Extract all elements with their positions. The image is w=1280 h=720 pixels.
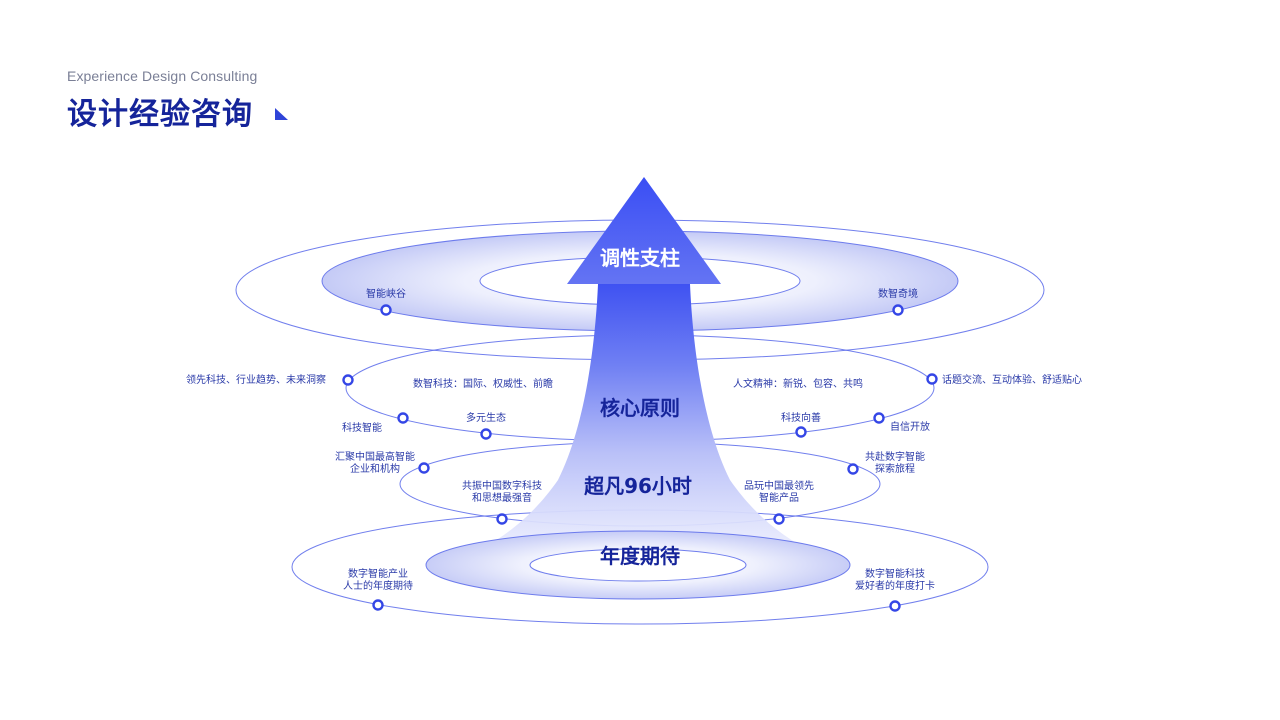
- node-label-n4: 数智科技：国际、权威性、前瞻: [413, 377, 553, 390]
- node-label-n8: 多元生态: [466, 411, 506, 424]
- node-label-n1: 智能峡谷: [366, 287, 406, 300]
- node-marker-n6: [926, 373, 938, 385]
- tier-label-annual-expectation: 年度期待: [600, 544, 680, 568]
- arrow-shaft: [468, 284, 820, 556]
- arrow-head: [567, 177, 721, 284]
- page-subtitle: Experience Design Consulting: [67, 68, 258, 84]
- node-label-n10: 自信开放: [890, 420, 930, 433]
- node-marker-n14: [847, 463, 859, 475]
- node-marker-n9: [795, 426, 807, 438]
- tier-label-96-hours: 超凡96小时: [583, 474, 692, 498]
- node-label-n5: 人文精神：新锐、包容、共鸣: [733, 377, 863, 390]
- node-marker-n1: [380, 304, 392, 316]
- node-label-n3: 领先科技、行业趋势、未来洞察: [186, 373, 326, 386]
- arrow-head-label: 调性支柱: [600, 246, 680, 270]
- node-label-n6: 话题交流、互动体验、舒适贴心: [942, 373, 1082, 386]
- node-marker-n16: [889, 600, 901, 612]
- node-label-n11: 汇聚中国最高智能企业和机构: [335, 450, 415, 475]
- node-marker-n7: [397, 412, 409, 424]
- node-marker-n12: [496, 513, 508, 525]
- corner-triangle-icon: [275, 108, 288, 120]
- node-label-n13: 品玩中国最领先智能产品: [744, 479, 814, 504]
- node-marker-n3: [342, 374, 354, 386]
- node-label-n2: 数智奇境: [878, 287, 918, 300]
- node-label-n16: 数字智能科技爱好者的年度打卡: [855, 567, 935, 592]
- node-label-n12: 共振中国数字科技和思想最强音: [462, 479, 542, 504]
- node-label-n15: 数字智能产业人士的年度期待: [343, 567, 413, 592]
- node-marker-n8: [480, 428, 492, 440]
- node-label-n7: 科技智能: [342, 421, 382, 434]
- node-marker-n10: [873, 412, 885, 424]
- node-marker-n2: [892, 304, 904, 316]
- node-label-n14: 共赴数字智能探索旅程: [865, 450, 925, 475]
- node-label-n9: 科技向善: [781, 411, 821, 424]
- page-title: 设计经验咨询: [67, 97, 253, 132]
- ring-bottom-inner: [529, 548, 747, 582]
- node-marker-n13: [773, 513, 785, 525]
- tier-label-core-principles: 核心原则: [600, 396, 680, 420]
- node-marker-n11: [418, 462, 430, 474]
- node-marker-n15: [372, 599, 384, 611]
